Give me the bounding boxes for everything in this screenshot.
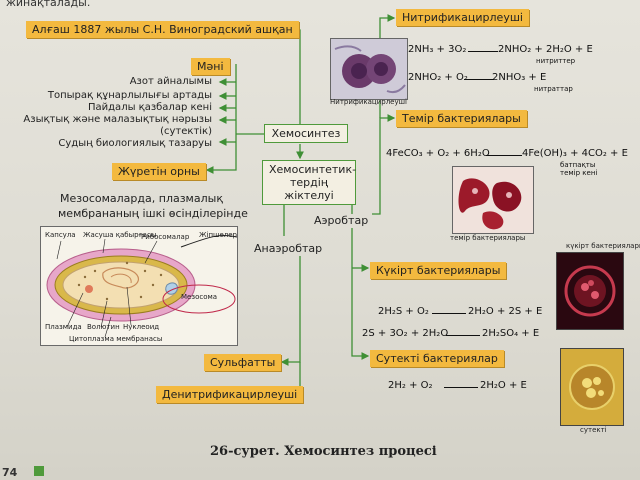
meaning-item: Топырақ құнарлылығы артады (47, 90, 212, 101)
reaction-arrow (486, 155, 522, 156)
discovery-label: Алғаш 1887 жылы С.Н. Виноградский ашқан (26, 21, 299, 38)
iron-bacteria-photo (452, 166, 534, 234)
nitrifying-bacteria-photo (330, 38, 408, 100)
nitrifying-label: Нитрификацирлеуші (396, 9, 529, 26)
figure-caption: 26-сурет. Хемосинтез процесі (210, 444, 437, 459)
page-marker (34, 466, 44, 476)
equation-product: нитраттар (534, 85, 573, 93)
photo-caption: темір бактериялары (450, 234, 526, 242)
reaction-arrow (432, 313, 466, 314)
mesosome-text: Мезосомаларда, плазмалық (60, 192, 223, 205)
equation: 2H₂SO₄ + E (482, 328, 540, 339)
reaction-arrow (444, 387, 478, 388)
meaning-item: (сутектік) (160, 126, 212, 137)
cell-label: Жасуша қабырғасы (83, 231, 157, 239)
equation: 2NHO₃ + E (492, 72, 547, 83)
page-number: 74 (2, 466, 18, 479)
meaning-item: Азот айналымы (129, 76, 212, 87)
hydrogen-bacteria-label: Сутекті бактериялар (370, 350, 504, 367)
reaction-arrow (446, 335, 480, 336)
chemosynthesis-box: Хемосинтез (264, 124, 348, 143)
top-text: жинақталады. (6, 0, 91, 9)
classification-line: Хемосинтетик- (269, 163, 357, 176)
meaning-label: Мәні (191, 58, 230, 75)
equation: 2NH₃ + 3O₂ (408, 44, 467, 55)
meaning-item: Судың биологиялық тазаруы (58, 138, 212, 149)
equation-product: батпақты (560, 161, 596, 169)
equation: 4FeCO₃ + O₂ + 6H₂O (386, 148, 490, 159)
equation-product: темір кені (560, 169, 598, 177)
photo-caption: Нитрификацирлеуші (330, 98, 407, 106)
classification-box: Хемосинтетик- тердің жіктелуі (262, 160, 356, 205)
aerobes-label: Аэробтар (314, 214, 369, 227)
cell-label: Нуклеоид (123, 323, 160, 331)
cell-label: Мезосома (181, 293, 218, 301)
photo-caption: сутекті (580, 426, 607, 434)
equation: 2H₂O + 2S + E (468, 306, 543, 317)
iron-bacteria-label: Темір бактериялары (396, 110, 527, 127)
equation: 2NHO₂ + O₂ (408, 72, 468, 83)
hydrogen-bacteria-photo (560, 348, 624, 426)
reaction-arrow (468, 51, 498, 52)
equation: 2S + 3O₂ + 2H₂O (362, 328, 449, 339)
denitrifying-label: Денитрификацирлеуші (156, 386, 304, 403)
cell-label: Капсула (45, 231, 76, 239)
habitat-label: Жүретін орны (112, 163, 206, 180)
sulfur-bacteria-label: Күкірт бактериялары (370, 262, 507, 279)
classification-line: тердің жіктелуі (284, 176, 334, 202)
cell-label: Цитоплазма мембранасы (69, 335, 163, 343)
cell-label: Волютин (87, 323, 120, 331)
equation: 2NHO₂ + 2H₂O + E (498, 44, 593, 55)
cell-label: Плазмида (45, 323, 82, 331)
mesosome-text: мембрананың ішкі өсінділерінде (58, 207, 248, 220)
bacterial-cell-drawing (46, 234, 238, 338)
anaerobes-label: Анаэробтар (254, 242, 323, 255)
equation: 2H₂ + O₂ (388, 380, 433, 391)
reaction-arrow (464, 79, 494, 80)
equation-product: нитриттер (536, 57, 576, 65)
sulfur-bacteria-photo (556, 252, 624, 330)
bacterial-cell-diagram: Капсула Жасуша қабырғасы Рибосомалар Жіп… (40, 226, 238, 346)
meaning-item: Пайдалы қазбалар кені (88, 102, 212, 113)
equation: 2H₂S + O₂ (378, 306, 429, 317)
meaning-item: Азықтық және малазықтық нәрызы (23, 114, 212, 125)
cell-label: Рибосомалар (141, 233, 190, 241)
cell-label: Жіпшелер (199, 231, 237, 239)
photo-caption: күкірт бактериялары (566, 242, 640, 250)
sulfate-label: Сульфатты (204, 354, 282, 371)
equation: 2H₂O + E (480, 380, 527, 391)
equation: 4Fe(OH)₃ + 4CO₂ + E (522, 148, 628, 159)
